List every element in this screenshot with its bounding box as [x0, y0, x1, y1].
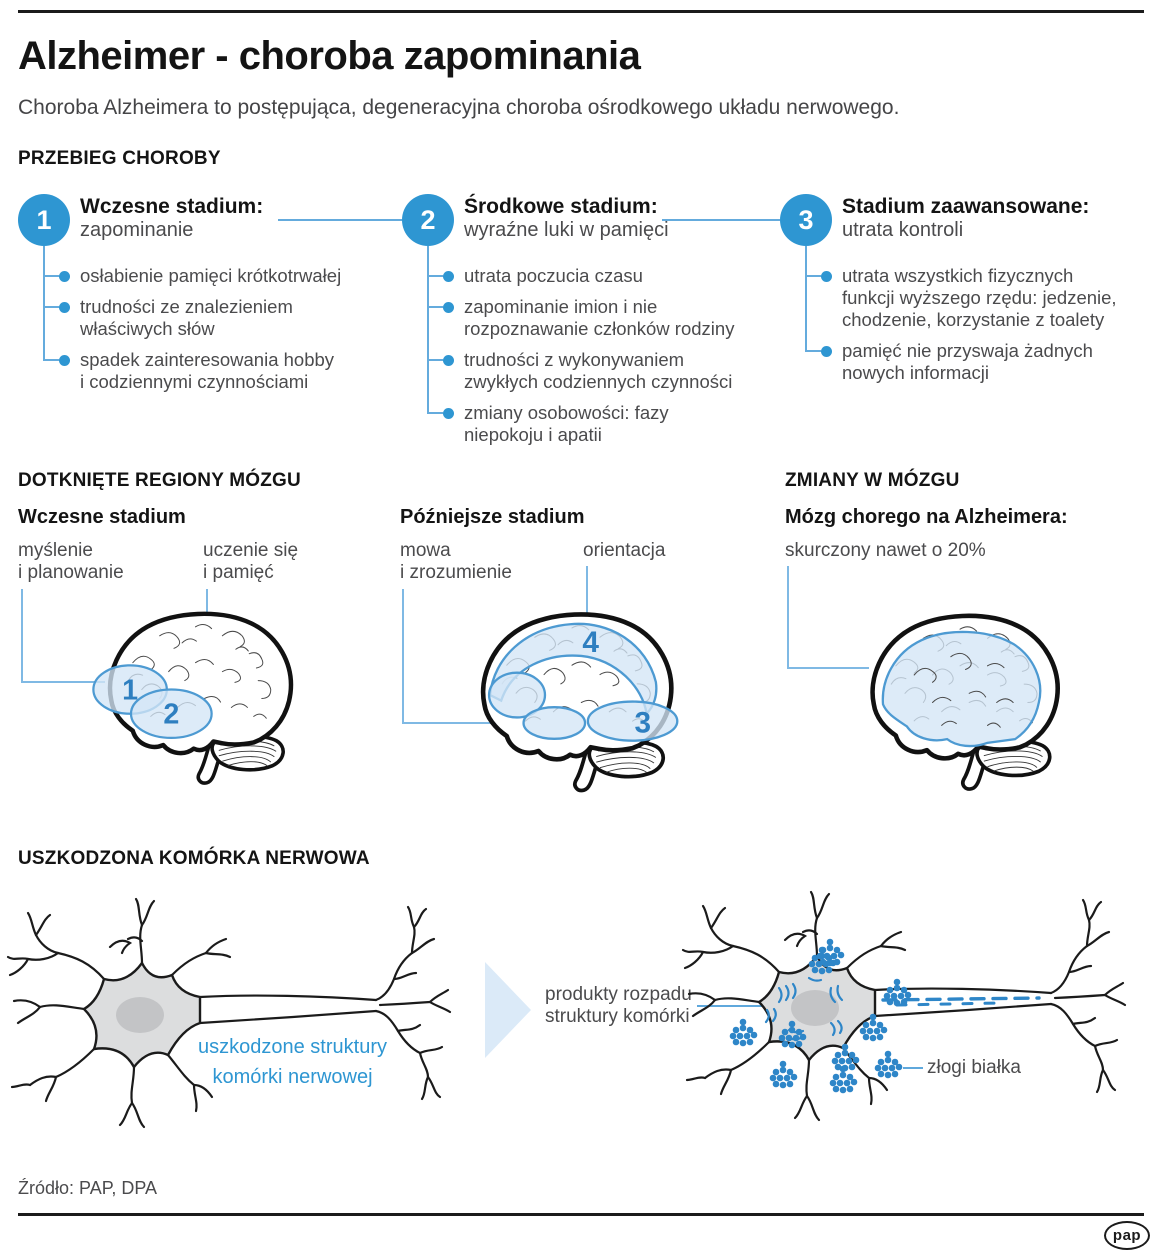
- label-speech-understanding: mowa i zrozumienie: [400, 540, 512, 583]
- stage-tree-line: [427, 246, 429, 412]
- bottom-rule: [18, 1213, 1144, 1216]
- source-credit: Źródło: PAP, DPA: [18, 1178, 158, 1198]
- region-number: 1: [122, 674, 138, 706]
- region-temporal: [129, 688, 213, 740]
- region-number: 4: [582, 626, 599, 659]
- stage-bullet-list: utrata wszystkich fizycznych funkcji wyż…: [805, 265, 1125, 393]
- stage-bullet-list: osłabienie pamięci krótkotrwałej trudnośc…: [43, 265, 363, 402]
- changes-title: Mózg chorego na Alzheimera:: [785, 506, 1068, 528]
- stage-bullet: zmiany osobowości: fazy niepokoju i apat…: [427, 402, 747, 446]
- leader-line: [402, 589, 404, 724]
- page-subtitle: Choroba Alzheimera to postępująca, degen…: [18, 96, 900, 119]
- leader-line: [586, 566, 588, 638]
- leader-line: [21, 589, 23, 682]
- section-heading-course: PRZEBIEG CHOROBY: [18, 148, 221, 169]
- axon-debris-dashes: [895, 1001, 1003, 1007]
- stage-bullet: utrata wszystkich fizycznych funkcji wyż…: [805, 265, 1125, 331]
- stage-number-badge: 1: [18, 194, 70, 246]
- page-title: Alzheimer - choroba zapominania: [18, 34, 641, 78]
- label-shrunken: skurczony nawet o 20%: [785, 540, 986, 561]
- protein-deposits-label: złogi białka: [927, 1057, 1021, 1078]
- section-heading-neuron: USZKODZONA KOMÓRKA NERWOWA: [18, 848, 370, 869]
- stage-subtitle: utrata kontroli: [842, 219, 964, 241]
- stage-tree-line: [805, 246, 807, 350]
- stage-title: Stadium zaawansowane:: [842, 195, 1090, 218]
- stage-title: Wczesne stadium:: [80, 195, 264, 218]
- brain-shrunken-svg: [850, 600, 1070, 805]
- region-occipito-temporal: [586, 700, 679, 742]
- stage-tree-line: [43, 246, 45, 359]
- top-rule: [18, 10, 1144, 13]
- brain-early-svg: 1 2: [92, 596, 303, 801]
- breakdown-products-label: produkty rozpadu struktury komórki: [545, 984, 692, 1027]
- pap-logo: pap: [1104, 1221, 1150, 1250]
- region-frontal-lower: [487, 671, 547, 719]
- damaged-structures-label: uszkodzone struktury komórki nerwowej: [198, 1036, 387, 1088]
- stage-subtitle: wyraźne luki w pamięci: [464, 219, 669, 241]
- stage-connector-2: [662, 219, 780, 221]
- stage-number-badge: 2: [402, 194, 454, 246]
- region-number: 3: [635, 706, 652, 739]
- region-shrunken-cortex: [881, 630, 1042, 748]
- stage-number-badge: 3: [780, 194, 832, 246]
- stage-bullet-list: utrata poczucia czasu zapominanie imion i…: [427, 265, 747, 455]
- stage-bullet: spadek zainteresowania hobby i codzienny…: [43, 349, 363, 393]
- stage-bullet: pamięć nie przyswaja żadnych nowych info…: [805, 340, 1125, 384]
- neuron-left-svg: [6, 897, 452, 1129]
- leader-line: [787, 667, 869, 669]
- section-heading-changes: ZMIANY W MÓZGU: [785, 470, 960, 491]
- transition-arrow-icon: [485, 962, 531, 1058]
- label-orientation: orientacja: [583, 540, 666, 561]
- early-stage-title: Wczesne stadium: [18, 506, 186, 528]
- label-thinking-planning: myślenie i planowanie: [18, 540, 124, 583]
- stage-bullet: osłabienie pamięci krótkotrwałej: [43, 265, 363, 287]
- stage-bullet: utrata poczucia czasu: [427, 265, 747, 287]
- leader-line: [21, 681, 105, 683]
- late-stage-title: Późniejsze stadium: [400, 506, 585, 528]
- label-learning-memory: uczenie się i pamięć: [203, 540, 299, 583]
- neuron-right-svg: [681, 890, 1127, 1122]
- leader-line: [402, 722, 530, 724]
- stage-subtitle: zapominanie: [80, 219, 194, 241]
- region-crown: [488, 622, 658, 717]
- stage-bullet: trudności ze znalezieniem właściwych słó…: [43, 296, 363, 340]
- stage-connector-1: [278, 219, 402, 221]
- leader-line: [697, 1005, 783, 1007]
- leader-line: [787, 566, 789, 669]
- stage-bullet: trudności z wykonywaniem zwykłych codzie…: [427, 349, 747, 393]
- section-heading-regions: DOTKNIĘTE REGIONY MÓZGU: [18, 470, 301, 491]
- stage-title: Środkowe stadium:: [464, 195, 658, 218]
- axon-debris-dashes: [881, 996, 1041, 1002]
- region-mid-temporal: [522, 705, 587, 741]
- region-number: 2: [163, 699, 179, 731]
- brain-late-svg: 4 3: [452, 600, 679, 805]
- stage-bullet: zapominanie imion i nie rozpoznawanie cz…: [427, 296, 747, 340]
